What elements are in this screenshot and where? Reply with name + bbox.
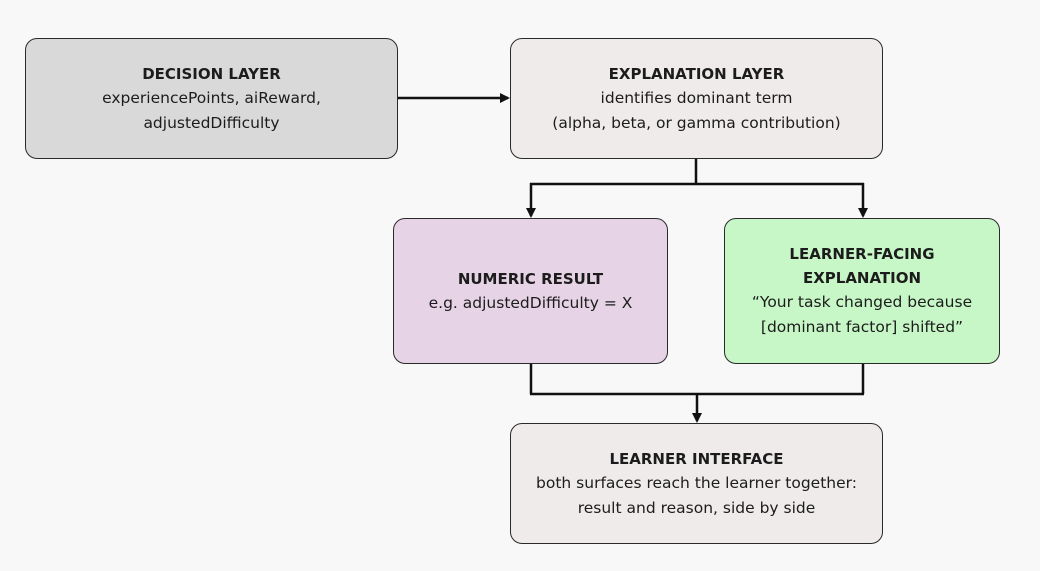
learner-facing-line-1: “Your task changed because xyxy=(751,293,973,312)
explanation-layer-line-2: (alpha, beta, or gamma contribution) xyxy=(552,113,841,132)
explanation-layer-line-1: identifies dominant term xyxy=(600,88,793,107)
numeric-result-box: NUMERIC RESULT e.g. adjustedDifficulty =… xyxy=(393,218,668,364)
learner-interface-title: LEARNER INTERFACE xyxy=(609,449,784,468)
learner-interface-line-2: result and reason, side by side xyxy=(577,498,816,517)
learner-facing-line-2: [dominant factor] shifted” xyxy=(760,318,964,336)
decision-layer-title: DECISION LAYER xyxy=(142,64,281,83)
numeric-result-title: NUMERIC RESULT xyxy=(457,269,604,288)
numeric-result-line-1: e.g. adjustedDifficulty = X xyxy=(428,293,633,312)
decision-layer-line-1: experiencePoints, aiReward, xyxy=(102,88,321,107)
decision-layer-box: DECISION LAYER experiencePoints, aiRewar… xyxy=(25,38,398,159)
learner-facing-explanation-box: LEARNER-FACING EXPLANATION “Your task ch… xyxy=(724,218,1000,364)
explanation-layer-box: EXPLANATION LAYER identifies dominant te… xyxy=(510,38,883,159)
decision-layer-line-2: adjustedDifficulty xyxy=(143,113,280,132)
learner-facing-title-line-1: LEARNER-FACING xyxy=(789,245,935,264)
learner-facing-title-line-2: EXPLANATION xyxy=(802,269,922,288)
learner-interface-line-1: both surfaces reach the learner together… xyxy=(536,473,857,492)
explanation-layer-title: EXPLANATION LAYER xyxy=(608,64,785,83)
learner-interface-box: LEARNER INTERFACE both surfaces reach th… xyxy=(510,423,883,544)
